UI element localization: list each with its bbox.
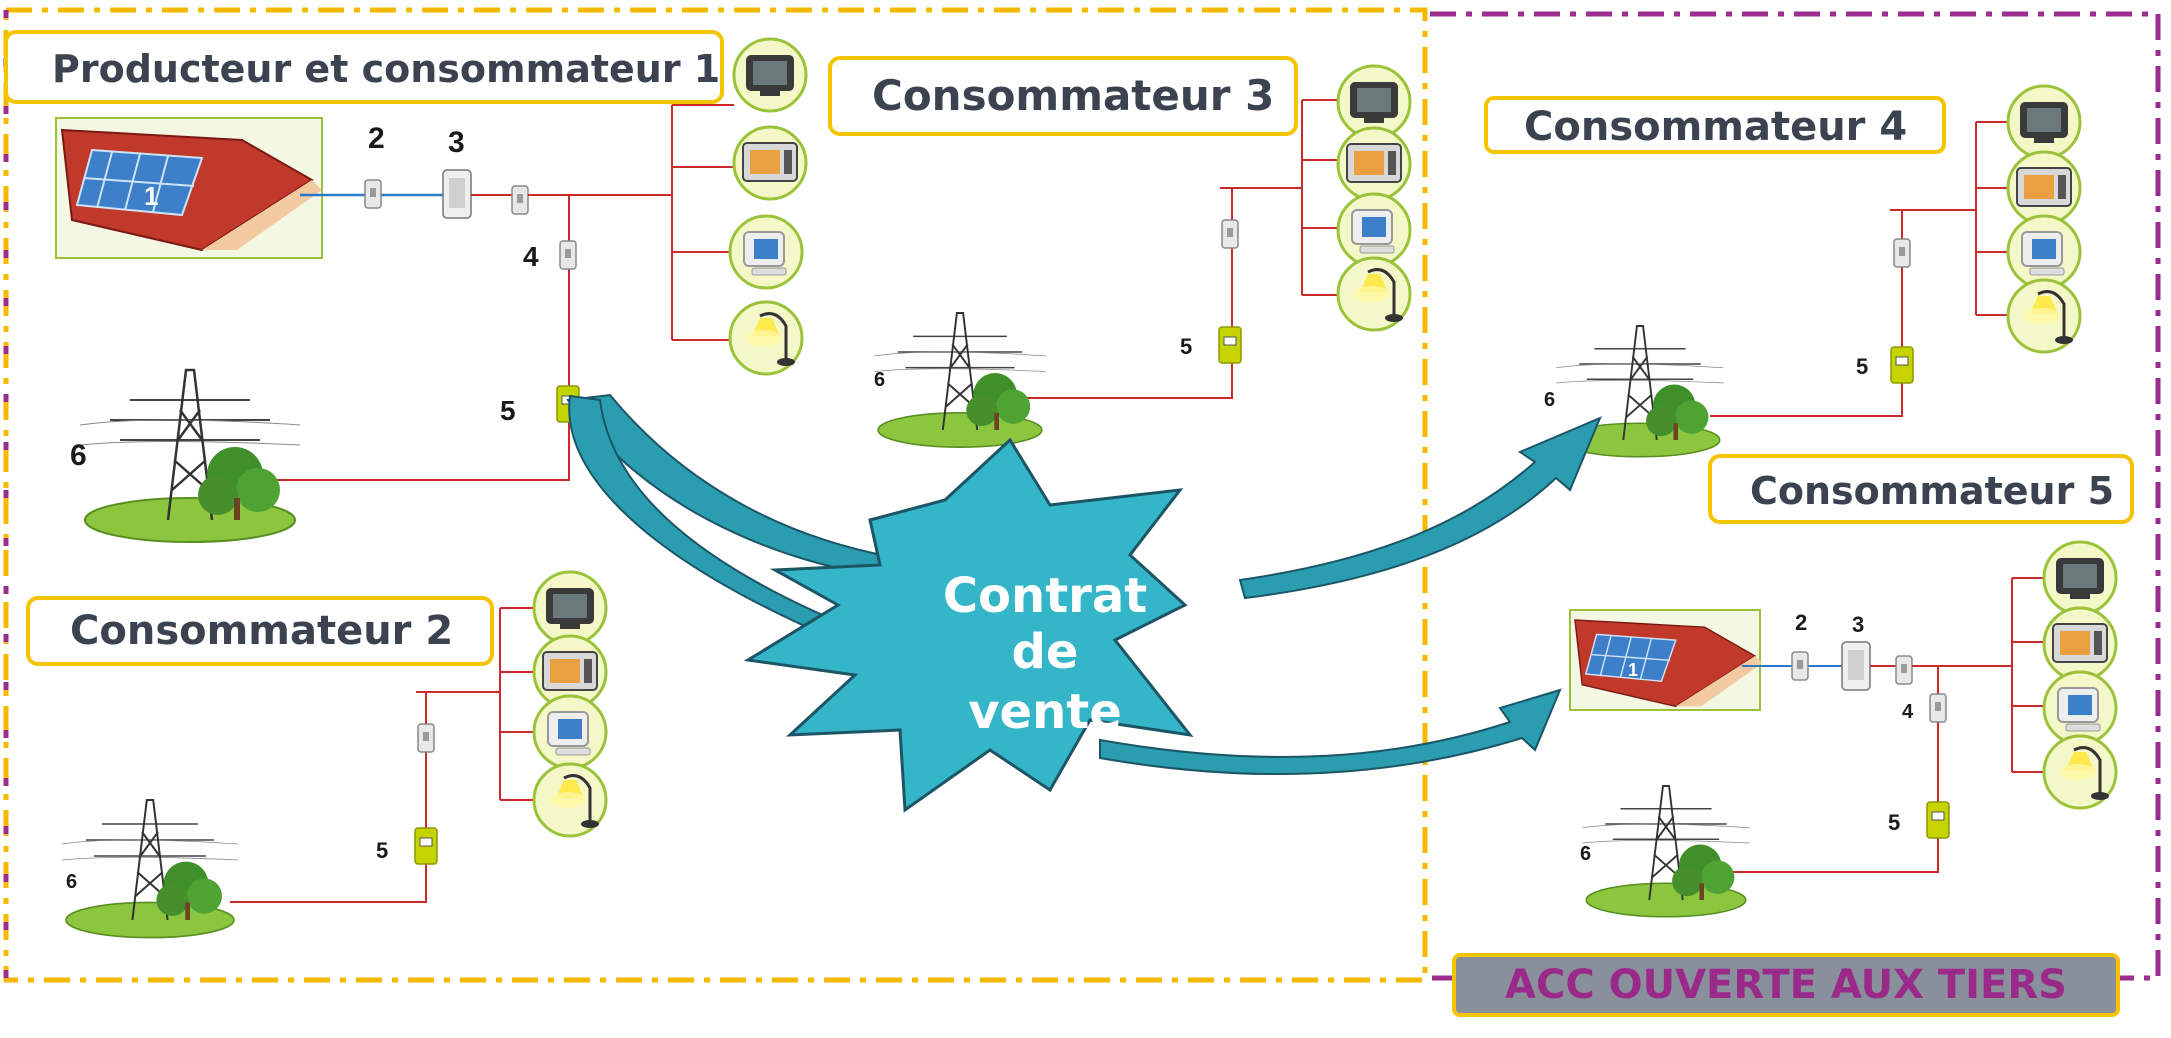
consumer5-group: Consommateur 5 1 2 3 4 5 6 (1569, 454, 2134, 918)
contract-line1: Contrat (943, 568, 1147, 624)
computer-icon (1336, 192, 1412, 268)
label-6: 6 (1580, 843, 1591, 865)
label-6: 6 (70, 439, 87, 472)
label-2: 2 (368, 122, 385, 155)
pylon-icon (78, 368, 302, 544)
arrow-to-consumer4 (1238, 416, 1602, 600)
microwave-icon (1336, 126, 1412, 202)
consumer2-group: Consommateur 2 5 6 (26, 570, 608, 939)
acc-label: ACC OUVERTE AUX TIERS (1505, 962, 2067, 1008)
consumer4-title: Consommateur 4 (1524, 104, 1907, 150)
consumer3-title: Consommateur 3 (872, 71, 1274, 120)
label-5: 5 (376, 838, 388, 863)
producer-group: Producteur et consommateur 1 1 2 3 4 5 6 (4, 30, 808, 544)
tv-icon (2042, 540, 2118, 616)
right-region-border (1430, 11, 2161, 981)
label-5: 5 (1888, 810, 1900, 835)
computer-icon (532, 694, 608, 770)
tv-icon (2006, 84, 2082, 160)
label-4: 4 (523, 241, 539, 272)
lamp-icon (532, 762, 608, 838)
computer-icon (2042, 670, 2118, 746)
label-5: 5 (1180, 334, 1192, 359)
lamp-icon (728, 300, 804, 376)
microwave-icon (2006, 150, 2082, 226)
contract-line2: de (1012, 624, 1079, 680)
consumer2-title-box (26, 596, 494, 666)
consumer3-title-box (828, 56, 1298, 136)
pylon-icon (60, 798, 240, 939)
lamp-icon (2006, 278, 2082, 354)
tv-icon (732, 37, 808, 113)
tv-icon (532, 570, 608, 646)
producer-title-box (4, 30, 724, 104)
producer-title: Producteur et consommateur 1 (52, 47, 720, 91)
label-3: 3 (1852, 612, 1864, 637)
label-6: 6 (66, 871, 77, 893)
consumer4-title-box (1484, 96, 1946, 154)
lamp-icon (1336, 256, 1412, 332)
label-4: 4 (1902, 701, 1914, 723)
contract-burst: Contrat de vente (743, 437, 1194, 813)
contract-line3: vente (968, 684, 1122, 740)
consumer2-title: Consommateur 2 (70, 608, 453, 654)
consumer3-group: Consommateur 3 5 6 (828, 56, 1412, 449)
label-5: 5 (1856, 354, 1868, 379)
label-1: 1 (1628, 660, 1638, 680)
consumer4-group: Consommateur 4 5 6 (1484, 84, 2082, 458)
pylon-icon (873, 312, 1047, 449)
pylon-icon (1581, 785, 1751, 918)
label-6: 6 (1544, 389, 1555, 411)
label-1: 1 (144, 181, 158, 211)
label-6: 6 (874, 369, 885, 391)
acc-badge: ACC OUVERTE AUX TIERS (1452, 953, 2120, 1017)
computer-icon (2006, 214, 2082, 290)
computer-icon (728, 214, 804, 290)
left-region-border (3, 7, 1428, 983)
arrow-to-consumer5 (1099, 688, 1562, 776)
consumer5-title: Consommateur 5 (1750, 469, 2114, 513)
label-5: 5 (500, 395, 516, 426)
microwave-icon (2042, 606, 2118, 682)
label-3: 3 (448, 126, 465, 159)
lamp-icon (2042, 734, 2118, 810)
microwave-icon (732, 125, 808, 201)
consumer5-title-box (1708, 454, 2134, 524)
label-2: 2 (1795, 610, 1807, 635)
